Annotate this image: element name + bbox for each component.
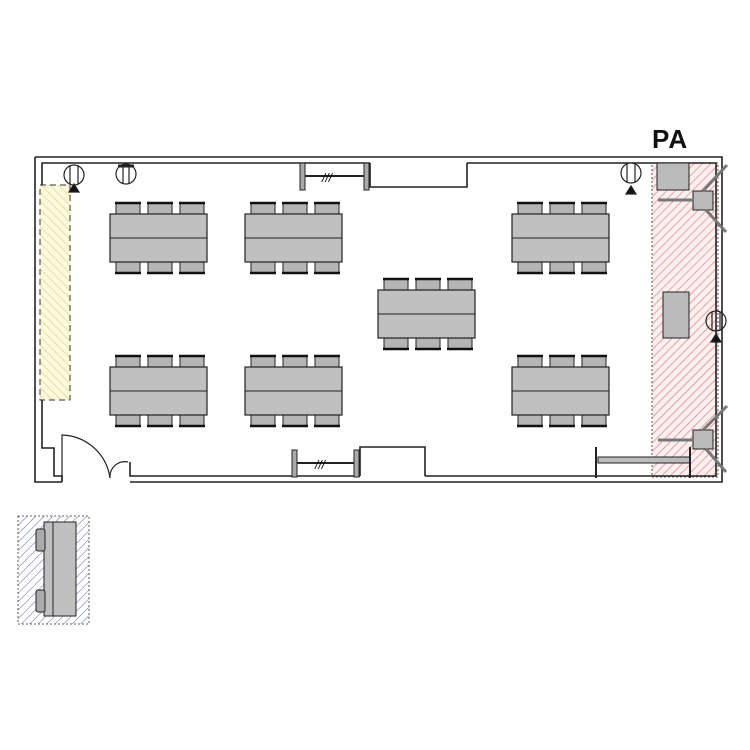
- chair: [250, 414, 276, 427]
- power-outlet-icon: [63, 164, 85, 193]
- chair: [314, 202, 340, 215]
- chair: [115, 355, 141, 368]
- chair: [549, 355, 575, 368]
- table-group: [244, 201, 343, 275]
- chair: [250, 355, 276, 368]
- chair: [581, 355, 607, 368]
- chair: [447, 278, 473, 291]
- table-group: [511, 201, 610, 275]
- table-group: [377, 277, 476, 351]
- chair: [549, 414, 575, 427]
- svg-text:///: ///: [314, 458, 327, 472]
- chair: [282, 261, 308, 274]
- chair: [517, 414, 543, 427]
- chair: [517, 261, 543, 274]
- window-top: ///: [299, 162, 370, 191]
- chair: [383, 278, 409, 291]
- table-group: [244, 354, 343, 428]
- chair: [383, 337, 409, 350]
- chair: [314, 355, 340, 368]
- chair: [314, 414, 340, 427]
- chair: [147, 202, 173, 215]
- partition: [595, 447, 691, 478]
- window-bottom: ///: [291, 449, 360, 478]
- pa-equipment: [656, 162, 729, 473]
- svg-text:///: ///: [321, 171, 334, 185]
- chair: [115, 414, 141, 427]
- tables: [109, 201, 610, 428]
- table-group: [511, 354, 610, 428]
- chair: [581, 261, 607, 274]
- chair: [517, 202, 543, 215]
- power-outlet-icon: [705, 310, 727, 343]
- chair: [147, 355, 173, 368]
- chair: [179, 202, 205, 215]
- power-outlet-icon: [620, 162, 642, 195]
- chair: [250, 261, 276, 274]
- entrance-door[interactable]: [61, 434, 129, 482]
- table-group: [109, 354, 208, 428]
- chair: [115, 261, 141, 274]
- walls: [34, 156, 723, 483]
- chair: [549, 261, 575, 274]
- chair: [179, 261, 205, 274]
- chair: [314, 261, 340, 274]
- chair: [517, 355, 543, 368]
- chair: [250, 202, 276, 215]
- table-group: [109, 201, 208, 275]
- chair: [447, 337, 473, 350]
- chair: [581, 202, 607, 215]
- chair: [115, 202, 141, 215]
- chair: [179, 355, 205, 368]
- yellow-zone: [39, 184, 71, 401]
- chair: [415, 337, 441, 350]
- chair: [415, 278, 441, 291]
- chair: [147, 261, 173, 274]
- chair: [549, 202, 575, 215]
- chair: [179, 414, 205, 427]
- chair: [282, 355, 308, 368]
- chair: [282, 414, 308, 427]
- chair: [581, 414, 607, 427]
- pa-zone-label: PA: [652, 124, 689, 154]
- telephone-outlet-icon: [115, 163, 137, 185]
- chair: [147, 414, 173, 427]
- chair: [282, 202, 308, 215]
- legend-zone: [17, 515, 90, 625]
